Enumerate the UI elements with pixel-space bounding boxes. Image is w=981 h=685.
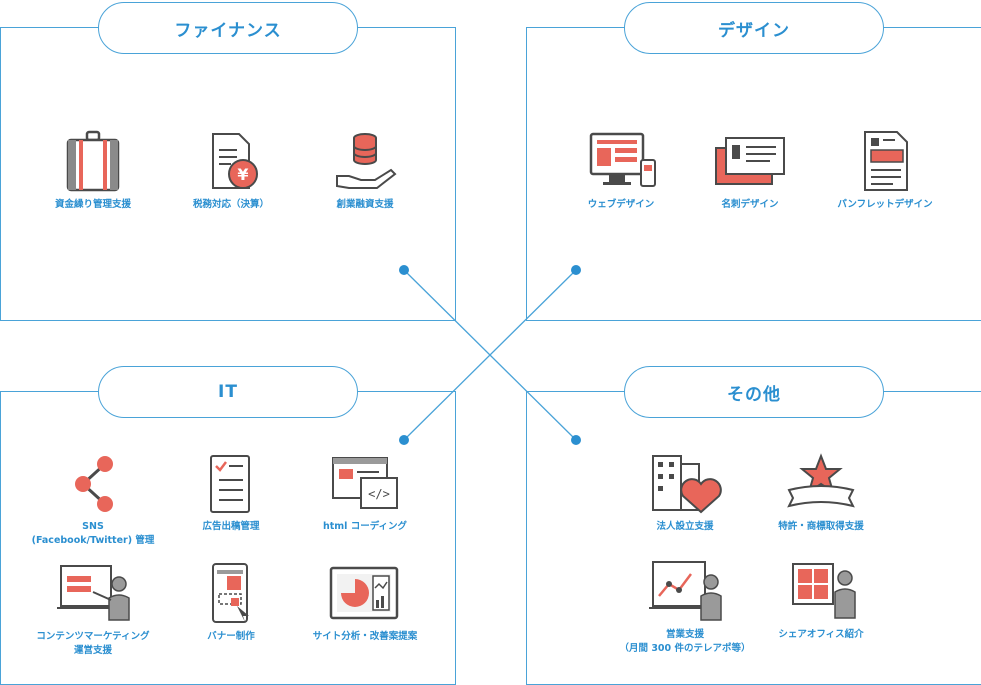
finance-title: ファイナンス	[98, 2, 358, 54]
connector-dot-other	[571, 435, 581, 445]
star-ribbon-icon	[787, 453, 855, 508]
finance-item-tax: ¥ 税務対応（決算）	[156, 130, 306, 212]
connector-dot-it	[399, 435, 409, 445]
finance-item-startup-loan: 創業融資支援	[290, 130, 440, 212]
it-item-label: SNS (Facebook/Twitter) 管理	[31, 521, 155, 546]
it-item-label: 広告出稿管理	[202, 521, 260, 532]
other-item-label: 営業支援 （月間 300 件のテレアポ等）	[619, 629, 751, 654]
design-item-pamphlet: パンフレットデザイン	[810, 130, 960, 212]
connector-line-design-it	[403, 269, 577, 441]
it-item-site-analysis: サイト分析・改善案提案	[290, 562, 440, 644]
other-item-label: 法人設立支援	[656, 521, 714, 532]
tax-document-icon: ¥	[212, 133, 258, 189]
code-window-icon: </>	[332, 457, 398, 509]
building-heart-icon	[652, 455, 722, 514]
it-title: IT	[98, 366, 358, 418]
presenter-screen-icon	[57, 565, 130, 621]
it-item-label: サイト分析・改善案提案	[312, 631, 418, 642]
analytics-monitor-icon	[329, 566, 399, 620]
other-item-incorporation: 法人設立支援	[610, 452, 760, 534]
it-item-label: html コーディング	[322, 521, 408, 532]
other-item-label: 特許・商標取得支援	[778, 521, 864, 532]
other-item-label: シェアオフィス紹介	[778, 629, 864, 640]
connector-dot-design	[571, 265, 581, 275]
design-item-business-card: 名刺デザイン	[675, 130, 825, 212]
design-item-label: パンフレットデザイン	[837, 199, 933, 210]
finance-item-label: 創業融資支援	[336, 199, 394, 210]
design-title: デザイン	[624, 2, 884, 54]
connector-dot-finance	[399, 265, 409, 275]
briefcase-icon	[66, 130, 120, 192]
other-panel	[526, 391, 981, 685]
it-item-label: コンテンツマーケティング 運営支援	[36, 631, 150, 656]
mobile-banner-icon	[212, 563, 249, 623]
other-item-patent: 特許・商標取得支援	[746, 452, 896, 534]
pamphlet-icon	[864, 131, 908, 191]
office-window-person-icon	[792, 563, 856, 619]
finance-item-cashflow: 資金繰り管理支援	[18, 130, 168, 212]
other-item-sales: 営業支援 （月間 300 件のテレアポ等）	[610, 560, 760, 656]
it-item-ads: 広告出稿管理	[156, 452, 306, 534]
design-item-label: 名刺デザイン	[721, 199, 779, 210]
it-item-html: </> html コーディング	[290, 452, 440, 534]
finance-item-label: 税務対応（決算）	[192, 199, 269, 210]
share-network-icon	[75, 456, 113, 512]
it-item-content-marketing: コンテンツマーケティング 運営支援	[18, 562, 168, 658]
it-panel	[0, 391, 456, 685]
checklist-icon	[210, 455, 250, 513]
coins-hand-icon	[336, 133, 397, 189]
finance-item-label: 資金繰り管理支援	[54, 199, 131, 210]
svg-text:¥: ¥	[237, 165, 248, 184]
sales-chart-presenter-icon	[649, 561, 722, 621]
it-item-label: バナー制作	[207, 631, 255, 642]
other-title: その他	[624, 366, 884, 418]
design-item-label: ウェブデザイン	[587, 199, 655, 210]
other-item-shared-office: シェアオフィス紹介	[746, 560, 896, 642]
svg-text:</>: </>	[368, 487, 390, 501]
it-item-sns: SNS (Facebook/Twitter) 管理	[18, 452, 168, 548]
business-card-icon	[715, 137, 785, 185]
web-devices-icon	[589, 132, 656, 187]
design-item-web: ウェブデザイン	[546, 130, 696, 212]
it-item-banner: バナー制作	[156, 562, 306, 644]
